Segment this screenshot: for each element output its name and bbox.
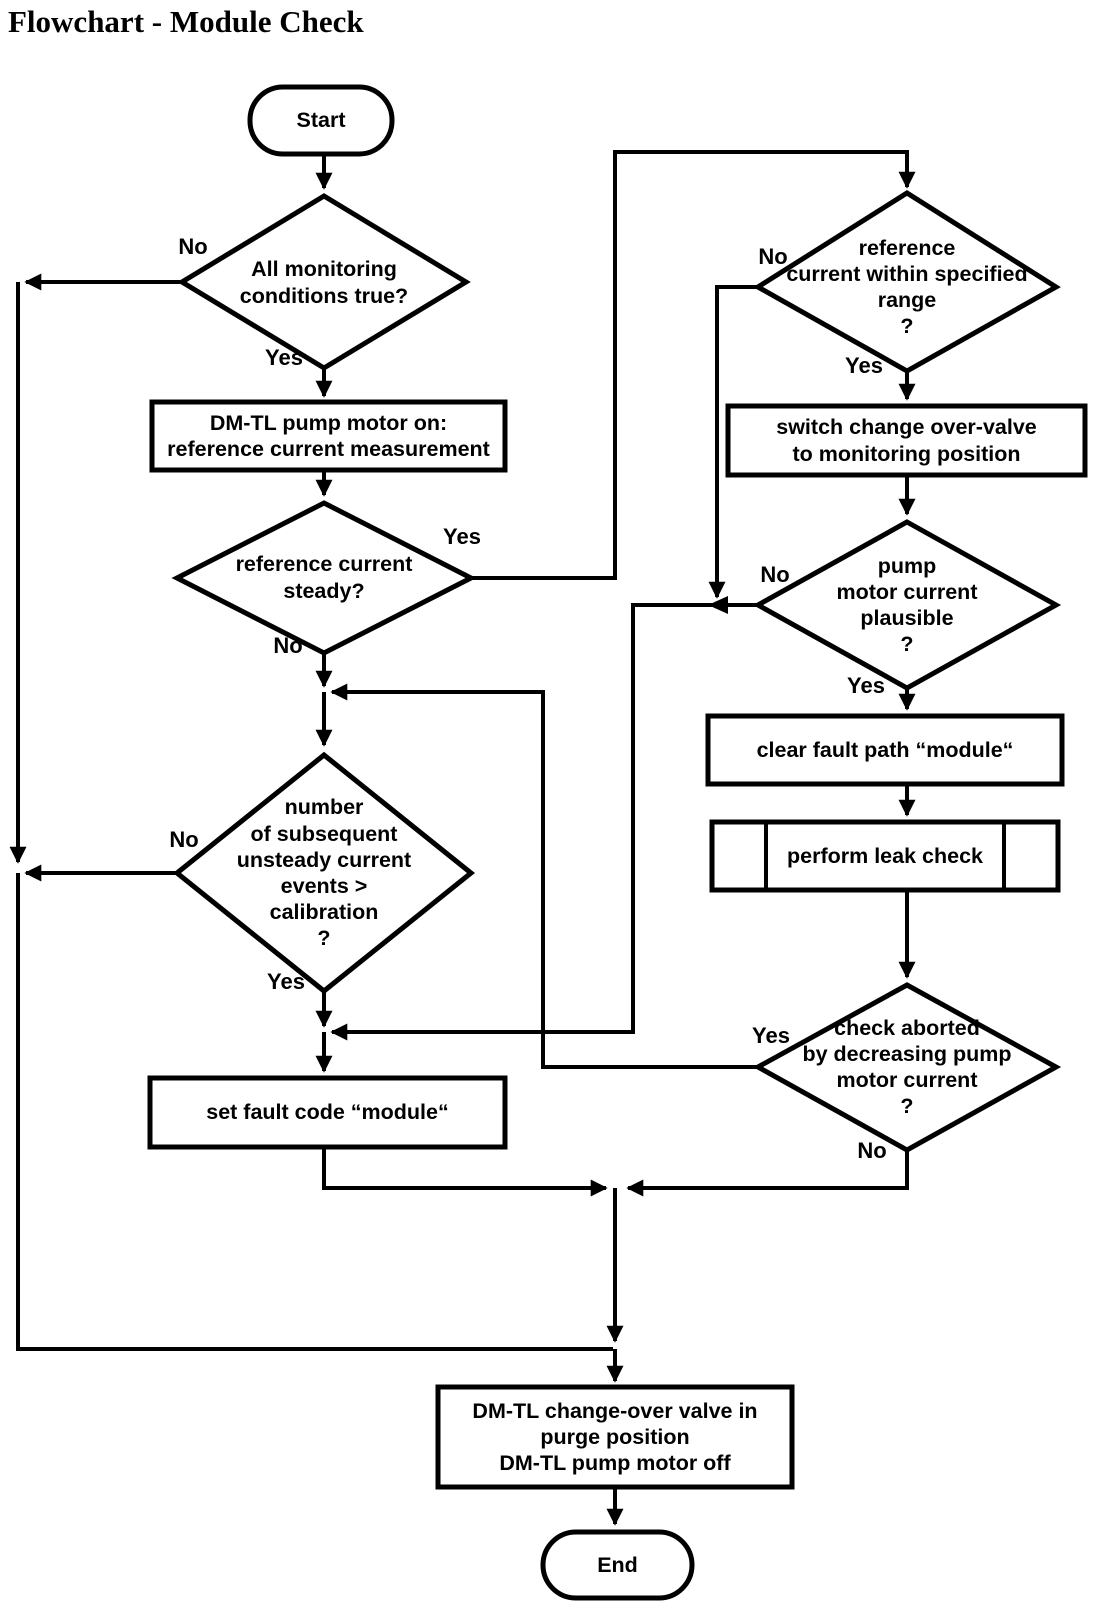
decision-subsequent-events-shape: [173, 751, 475, 995]
decision-subsequent-events-label: number of subsequent unsteady current ev…: [236, 795, 412, 951]
branch-monitoring-no: No: [178, 234, 208, 259]
process-pump-motor-on-label: DM-TL pump motor on: reference current m…: [167, 410, 490, 461]
subroutine-leak-check-shape: [709, 819, 1061, 893]
edges: [9, 150, 916, 1526]
end-terminator-label: End: [597, 1552, 638, 1577]
start-terminator-shape: [247, 84, 395, 157]
edge-plausible-no-midarrow: [708, 596, 728, 614]
branch-plausible-yes: Yes: [847, 673, 885, 698]
decision-all-monitoring-shape: [177, 193, 471, 371]
process-pump-motor-on-shape: [149, 399, 508, 473]
process-valve-purge-shape: [435, 1384, 795, 1490]
edge-aborted-no: [626, 1150, 909, 1197]
branch-steady-yes: Yes: [443, 524, 481, 549]
edge-range-no: [708, 285, 758, 599]
branch-monitoring-yes: Yes: [265, 345, 303, 370]
process-clear-fault-path-label: clear fault path “module“: [756, 737, 1014, 762]
decision-check-aborted-label: check aborted by decreasing pump motor c…: [802, 1015, 1012, 1119]
decision-plausible-shape: [752, 519, 1062, 691]
process-set-fault-code-label: set fault code “module“: [206, 1100, 449, 1125]
process-set-fault-code-shape: [147, 1075, 508, 1150]
edge-aborted-yes-loop: [330, 683, 758, 1069]
branch-steady-no: No: [273, 633, 303, 658]
decision-plausible-label: pump motor current plausible ?: [836, 553, 978, 657]
branch-range-yes: Yes: [845, 353, 883, 378]
branch-aborted-no: No: [857, 1138, 887, 1163]
edge-left-rail-lower: [16, 873, 613, 1351]
node-shapes: [147, 84, 1088, 1601]
page-title: Flowchart - Module Check: [8, 4, 364, 39]
edge-plausible-no: [330, 603, 758, 1041]
branch-subsequent-yes: Yes: [267, 969, 305, 994]
decision-ref-steady-shape: [171, 500, 477, 656]
branch-range-no: No: [758, 244, 788, 269]
decision-check-aborted-shape: [752, 982, 1062, 1153]
decision-ref-range-shape: [753, 190, 1061, 374]
end-terminator-shape: [540, 1529, 695, 1601]
process-switch-valve-shape: [725, 403, 1088, 478]
decision-all-monitoring-label: All monitoring conditions true?: [239, 257, 409, 308]
decision-ref-steady-label: reference current steady?: [235, 552, 413, 603]
process-valve-purge-label: DM-TL change-over valve in purge positio…: [472, 1398, 758, 1476]
decision-ref-range-label: reference current within specified range…: [786, 235, 1028, 339]
process-switch-valve-label: switch change over-valve to monitoring p…: [776, 415, 1037, 466]
process-clear-fault-path-shape: [705, 713, 1065, 787]
start-terminator-label: Start: [296, 108, 346, 133]
edge-steady-yes: [471, 150, 916, 580]
branch-aborted-yes: Yes: [752, 1023, 790, 1048]
branch-plausible-no: No: [760, 562, 790, 587]
subroutine-leak-check-label: perform leak check: [787, 843, 983, 868]
branch-subsequent-no: No: [169, 827, 199, 852]
edge-faultcode-to-merge: [322, 1147, 608, 1197]
